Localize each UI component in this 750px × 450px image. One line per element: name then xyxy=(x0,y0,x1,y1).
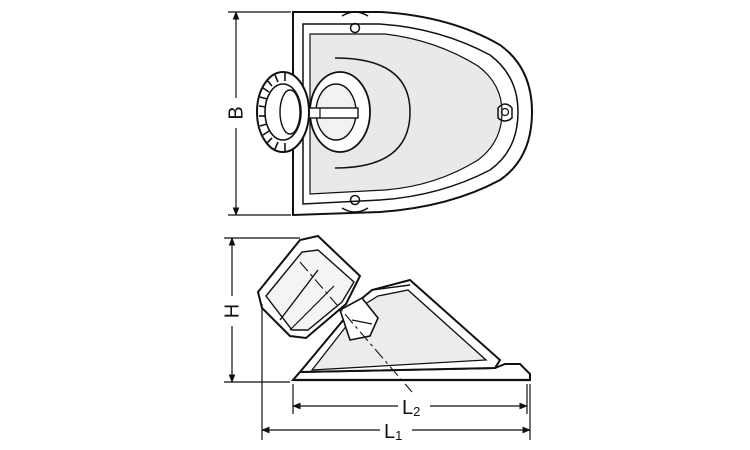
center-line xyxy=(299,261,413,393)
dimension-L1-label: L1 xyxy=(384,421,402,443)
screw-hole-right xyxy=(500,107,510,117)
hex-nut xyxy=(339,296,379,341)
inner-rim xyxy=(302,23,519,205)
top-view xyxy=(256,11,534,217)
screw-hole-bottom xyxy=(349,194,361,206)
dimension-B-label: B xyxy=(225,106,247,119)
side-view xyxy=(256,234,531,393)
dimension-L2-label: L2 xyxy=(402,397,420,419)
screw-hole-top xyxy=(349,22,361,34)
dome-curve xyxy=(334,57,411,169)
dimension-H-label: H xyxy=(221,304,243,318)
